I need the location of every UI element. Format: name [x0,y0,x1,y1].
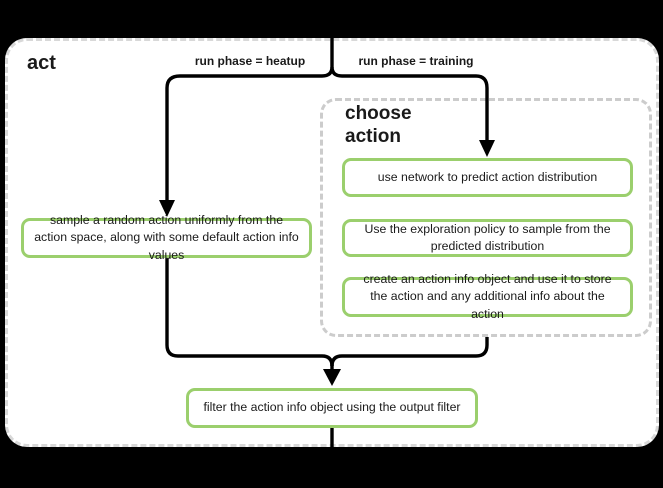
node-exploration-policy: Use the exploration policy to sample fro… [342,219,633,257]
node-sample-random-action: sample a random action uniformly from th… [21,213,312,262]
node-create-action-info: create an action info object and use it … [342,272,633,321]
training-branch-label: run phase = training [358,54,474,68]
choose-action-title: choose action [345,103,412,147]
node-filter-output: filter the action info object using the … [186,388,478,428]
heatup-branch-label: run phase = heatup [194,54,306,68]
node-use-network: use network to predict action distributi… [342,158,633,197]
act-title: act [27,52,56,74]
